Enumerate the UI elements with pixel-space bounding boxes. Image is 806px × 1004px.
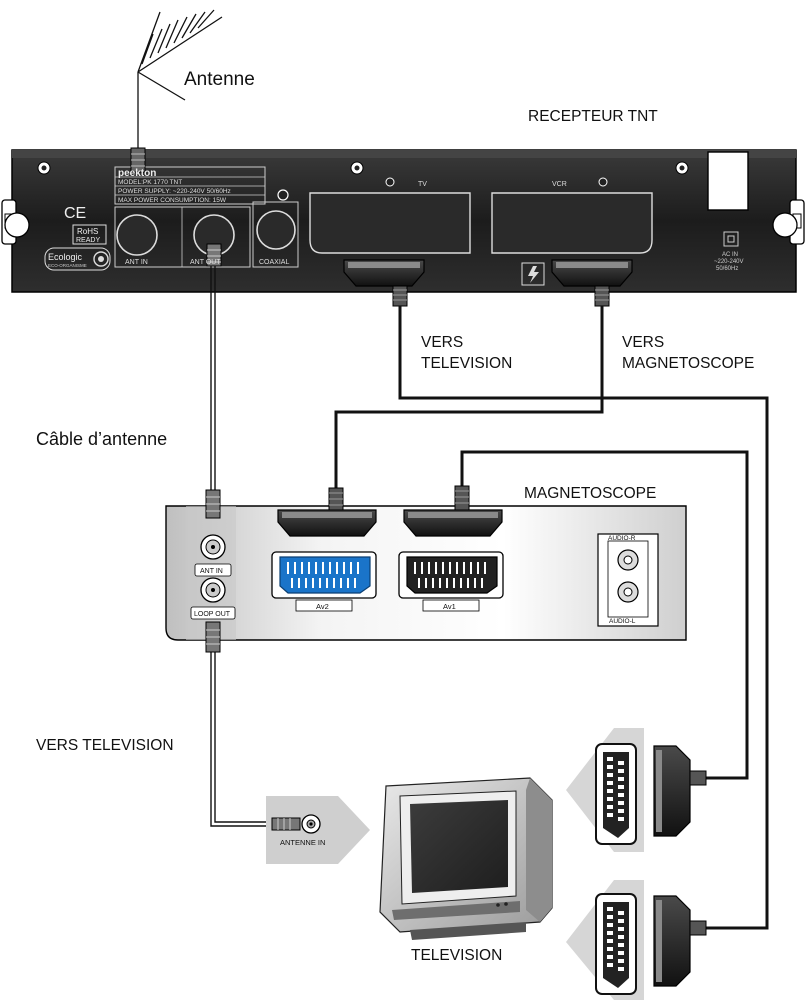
cable-vcr-av1-to-tv: [460, 450, 749, 780]
antenna-label: Antenne: [184, 69, 255, 90]
tv-scart-panel-upper: [566, 728, 707, 852]
vcr-av2-label: Av2: [316, 602, 329, 611]
rohs-label: RoHS: [77, 227, 98, 236]
vcr-loop-out-plug: [205, 621, 221, 653]
vcr-back-panel: [165, 505, 687, 641]
antenna-f-plug: [130, 147, 146, 173]
vcr-audio-r-label: AUDIO-R: [608, 535, 636, 542]
tv-antenna-in-label: ANTENNE IN: [280, 838, 325, 847]
to-tv-label-line2: TELEVISION: [421, 355, 513, 372]
television-icon: [379, 777, 553, 940]
television-title: TELEVISION: [411, 947, 503, 964]
to-tv-bottom-label: VERS TELEVISION: [36, 737, 174, 754]
vcr-av2-scart-plug: [277, 487, 377, 537]
vcr-av1-label: Av1: [443, 602, 456, 611]
tv-scart-panel-lower: [566, 880, 707, 1000]
receiver-model: MODEL:PK 1770 TNT: [118, 179, 182, 186]
port-ant-out-label: ANT OUT: [190, 259, 221, 266]
receiver-vcr-scart-plug: [551, 259, 633, 307]
antenna-icon: [137, 9, 223, 150]
ecologic-sub-label: ECO-ORGANISME: [48, 263, 87, 268]
receiver-ant-out-plug: [206, 243, 222, 267]
receiver-power-supply: POWER SUPPLY: ~220-240V 50/60Hz: [118, 188, 231, 195]
receiver-brand: peekton: [118, 168, 156, 179]
coax-vcr-to-tv: [210, 650, 272, 827]
tv-antenna-input-panel: [266, 796, 370, 864]
receiver-tv-scart-plug: [343, 259, 425, 307]
vcr-ant-in-label: ANT IN: [200, 568, 223, 575]
to-vcr-label-line2: MAGNETOSCOPE: [622, 355, 755, 372]
ce-mark: CE: [64, 205, 86, 222]
ac-in-label: AC IN: [722, 252, 738, 258]
rohs-ready-label: READY: [76, 237, 100, 244]
port-ant-in-label: ANT IN: [125, 259, 148, 266]
port-coaxial-label: COAXIAL: [259, 259, 289, 266]
receiver-title: RECEPTEUR TNT: [528, 108, 658, 125]
coax-cables: [210, 266, 272, 827]
vcr-ant-in-plug: [205, 489, 221, 519]
ac-in-frequency: 50/60Hz: [716, 266, 738, 272]
coax-receiver-to-vcr: [210, 266, 216, 490]
cables: [334, 306, 769, 930]
vcr-audio-l-label: AUDIO-L: [609, 618, 636, 625]
ecologic-label: Ecologic: [48, 252, 83, 262]
to-tv-label-line1: VERS: [421, 334, 464, 351]
vcr-av1-scart-plug: [403, 485, 503, 537]
vcr-loop-out-label: LOOP OUT: [194, 611, 231, 618]
vcr-title: MAGNETOSCOPE: [524, 485, 657, 502]
to-vcr-label-line1: VERS: [622, 334, 665, 351]
antenna-cable-label: Câble d’antenne: [36, 429, 168, 449]
cable-receiver-tv-scart: [398, 306, 769, 930]
scart-tv-label: TV: [418, 181, 427, 188]
cable-receiver-vcr-scart: [334, 306, 604, 490]
scart-vcr-label: VCR: [552, 181, 567, 188]
receiver-max-power: MAX POWER CONSUMPTION: 15W: [118, 197, 227, 204]
ac-in-voltage: ~220-240V: [714, 259, 744, 265]
